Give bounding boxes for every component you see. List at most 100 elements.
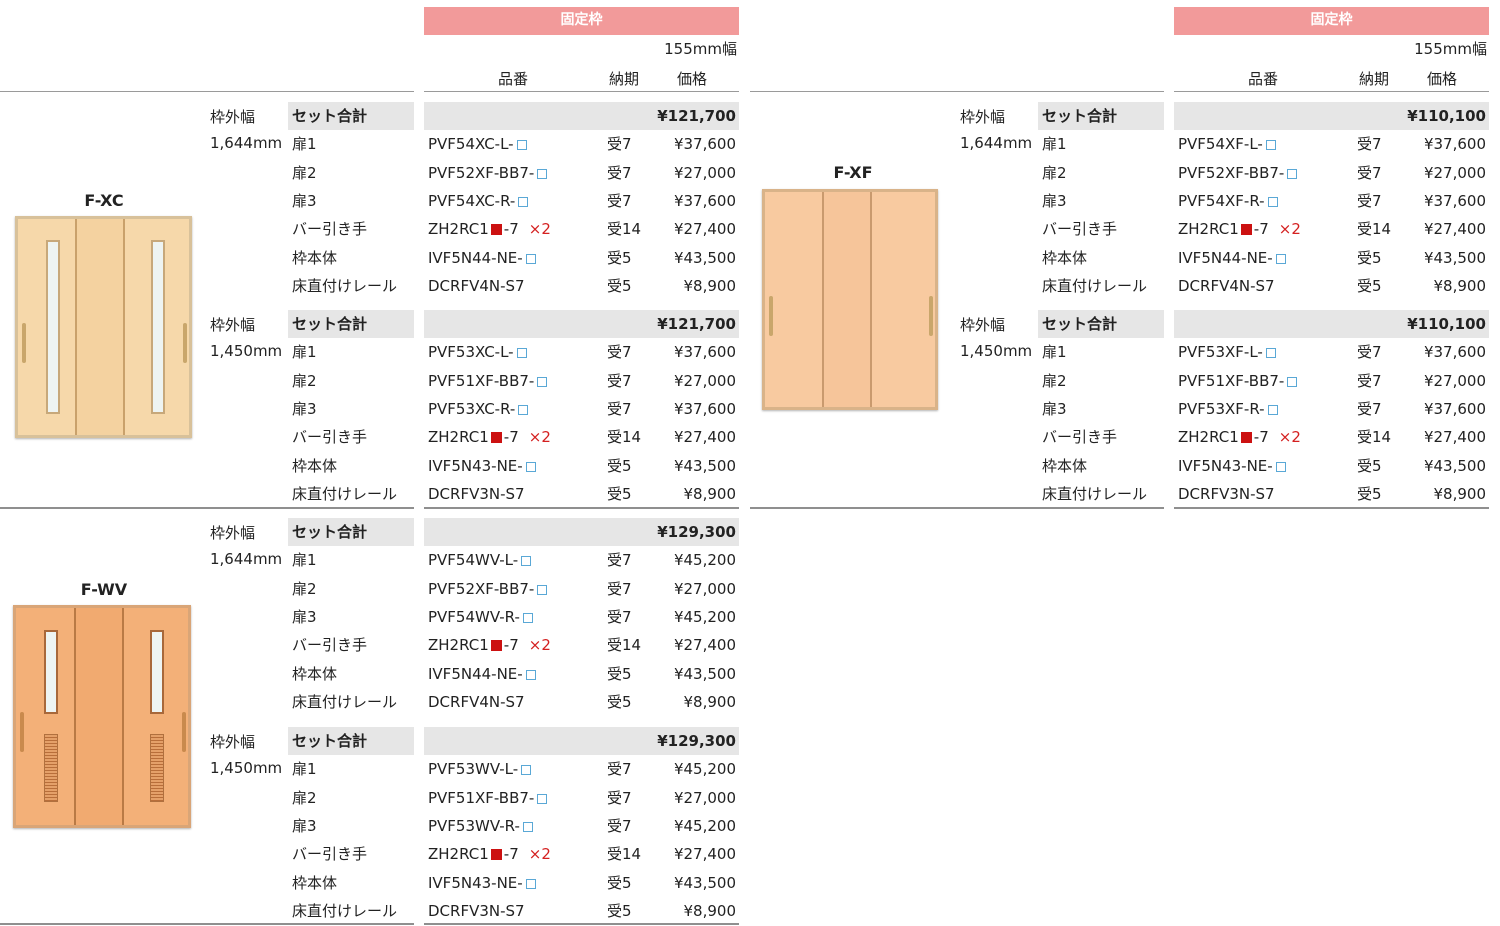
item-name: 扉3 [292, 816, 317, 835]
price: ¥37,600 [1423, 135, 1486, 154]
part-number-text: IVF5N44-NE- [428, 248, 523, 267]
quantity-multiplier: ×2 [528, 428, 551, 447]
item-name: 扉2 [1042, 163, 1067, 182]
quantity-multiplier: ×2 [528, 845, 551, 864]
part-number: PVF51XF-BB7- [428, 784, 548, 812]
part-number-text: IVF5N44-NE- [428, 664, 523, 683]
door-image-xf [762, 189, 938, 410]
model-name-xf: F-XF [833, 163, 873, 182]
delivery-days: 受5 [607, 248, 632, 267]
price: ¥45,200 [673, 816, 736, 835]
part-number-text: DCRFV4N-S7 [1178, 276, 1275, 295]
frame-outer-width-value: 1,644mm [210, 550, 283, 568]
part-number: ZH2RC1 -7 ×2 [428, 840, 551, 868]
blank-color-code-box-icon [1287, 168, 1298, 179]
delivery-days: 受5 [1357, 484, 1382, 503]
set-total-bar [288, 727, 414, 755]
price: ¥43,500 [673, 664, 736, 683]
red-color-swatch-icon [1240, 224, 1252, 236]
part-number-text: DCRFV4N-S7 [428, 692, 525, 711]
blank-color-code-box-icon [518, 404, 529, 415]
price: ¥45,200 [673, 551, 736, 570]
part-number: PVF51XF-BB7- [428, 367, 548, 395]
blank-color-code-box-icon [525, 669, 536, 680]
item-name: 床直付けレール [292, 484, 398, 503]
part-number-text: IVF5N44-NE- [1178, 248, 1273, 267]
blank-color-code-box-icon [525, 253, 536, 264]
delivery-days: 受7 [607, 371, 632, 390]
price: ¥27,000 [1423, 371, 1486, 390]
door-image-wv [13, 605, 191, 828]
price: ¥37,600 [1423, 191, 1486, 210]
red-color-swatch-icon [490, 432, 502, 444]
price: ¥45,200 [673, 760, 736, 779]
part-number: ZH2RC1-7×2 [1178, 215, 1301, 243]
price: ¥27,400 [673, 636, 736, 655]
delivery-days: 受5 [607, 664, 632, 683]
delivery-days: 受14 [607, 845, 642, 864]
frame-outer-width-value: 1,644mm [960, 134, 1033, 152]
price: ¥43,500 [673, 248, 736, 267]
price: ¥27,000 [673, 788, 736, 807]
item-name: 扉3 [1042, 191, 1067, 210]
part-number-text: PVF53XF-R- [1178, 399, 1265, 418]
price: ¥45,200 [673, 607, 736, 626]
delivery-days: 受7 [1357, 135, 1382, 154]
part-number-suffix: -7 [503, 845, 519, 864]
set-total-label: セット合計 [292, 315, 368, 333]
delivery-days: 受14 [607, 220, 642, 239]
item-name: 扉1 [292, 135, 317, 154]
set-total-price: ¥110,100 [1407, 315, 1486, 333]
frame-outer-width-label: 枠外幅 [210, 108, 256, 126]
delivery-days: 受7 [1357, 163, 1382, 182]
item-name: 枠本体 [1042, 456, 1088, 475]
item-name: バー引き手 [1042, 220, 1118, 239]
divider [0, 507, 414, 509]
delivery-days: 受7 [607, 579, 632, 598]
part-number: PVF54WV-R- [428, 603, 533, 631]
part-number: PVF53WV-R- [428, 812, 533, 840]
delivery-days: 受5 [1357, 456, 1382, 475]
part-number: DCRFV4N-S7 [428, 688, 525, 716]
red-color-swatch-icon [490, 224, 502, 236]
part-number: PVF54XC-L- [428, 130, 527, 158]
part-number: ZH2RC1-7×2 [428, 215, 551, 243]
part-number: ZH2RC1-7×2 [1178, 423, 1301, 451]
price: ¥8,900 [1433, 276, 1487, 295]
blank-color-code-box-icon [521, 556, 532, 567]
item-name: 扉2 [292, 371, 317, 390]
part-number-suffix: -7 [503, 220, 519, 239]
price: ¥8,900 [683, 901, 737, 920]
part-number-text: PVF54XF-L- [1178, 135, 1263, 154]
delivery-days: 受14 [1357, 220, 1392, 239]
blank-color-code-box-icon [522, 612, 533, 623]
part-no-header-right: 品番 [1248, 70, 1279, 88]
delivery-header-right: 納期 [1359, 70, 1390, 88]
delivery-days: 受7 [1357, 399, 1382, 418]
delivery-days: 受5 [607, 692, 632, 711]
delivery-days: 受7 [607, 135, 632, 154]
price: ¥27,000 [673, 371, 736, 390]
price-header-right: 価格 [1427, 70, 1458, 88]
part-number: PVF52XF-BB7- [428, 159, 548, 187]
quantity-multiplier: ×2 [1278, 220, 1301, 239]
part-number-text: PVF53XF-L- [1178, 343, 1263, 362]
set-total-price: ¥129,300 [657, 732, 736, 750]
part-number-prefix: ZH2RC1 [428, 845, 489, 864]
model-name-wv: F-WV [80, 580, 128, 599]
red-color-swatch-icon [1240, 432, 1252, 444]
part-number: ZH2RC1-7×2 [428, 631, 551, 659]
part-number: PVF53WV-L- [428, 755, 532, 783]
item-name: 扉2 [1042, 371, 1067, 390]
part-number-text: PVF52XF-BB7- [428, 163, 535, 182]
blank-color-code-box-icon [522, 821, 533, 832]
part-number-prefix: ZH2RC1 [428, 220, 489, 239]
item-name: 枠本体 [292, 664, 338, 683]
fixed-frame-header-right: 固定枠 [1174, 7, 1489, 35]
part-number-text: IVF5N43-NE- [428, 456, 523, 475]
set-total-label: セット合計 [1042, 315, 1118, 333]
set-total-bar [1038, 102, 1164, 130]
delivery-days: 受14 [1357, 428, 1392, 447]
part-number: DCRFV3N-S7 [428, 480, 525, 508]
blank-color-code-box-icon [1267, 404, 1278, 415]
